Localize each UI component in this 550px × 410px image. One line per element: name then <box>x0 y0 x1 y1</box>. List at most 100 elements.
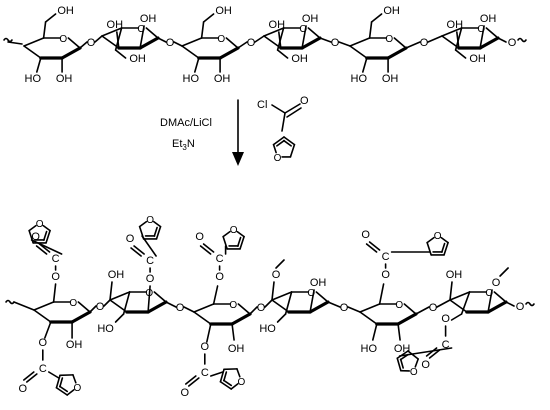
bond <box>441 27 463 37</box>
bond <box>276 27 285 51</box>
bond <box>415 306 430 315</box>
methoxy-oxygen-label: O <box>272 269 281 281</box>
glycosidic-oxygen-label: O <box>331 37 340 49</box>
hydroxyl-label: OH <box>108 269 125 281</box>
bond <box>254 35 265 43</box>
bond <box>271 281 275 301</box>
bond <box>349 45 368 59</box>
furan-ring-icon: O <box>396 350 419 378</box>
bond <box>249 306 258 315</box>
bond <box>60 46 82 60</box>
bond <box>426 241 432 256</box>
bond <box>138 36 160 50</box>
bond <box>454 27 463 51</box>
bond <box>407 350 419 360</box>
solvent-label: DMAc/LiCl <box>160 117 212 129</box>
bond <box>396 350 409 360</box>
bond <box>307 27 321 39</box>
bond <box>272 143 277 154</box>
bond <box>181 37 203 47</box>
furan-oxygen-label: O <box>410 367 418 378</box>
bond <box>271 291 293 301</box>
glucose-ring: O <box>109 288 168 314</box>
hydroxyl-label: OH <box>446 269 463 281</box>
bond <box>327 301 341 308</box>
bond <box>301 25 307 49</box>
bond <box>94 35 103 43</box>
carbonyl-oxygen-label: O <box>19 383 28 395</box>
bond <box>449 299 468 313</box>
glycosidic-oxygen-label: O <box>420 37 429 49</box>
ester-oxygen-label: O <box>215 271 224 283</box>
bond <box>237 236 242 247</box>
bond <box>359 311 378 325</box>
hydroxyl-label: HO <box>361 343 378 355</box>
bond <box>52 283 57 303</box>
hydroxyl-label: OH <box>66 339 83 351</box>
bond <box>114 27 123 51</box>
bond <box>202 243 215 253</box>
bond <box>35 245 48 255</box>
furan-oxygen-label: O <box>237 377 245 388</box>
hydroxyl-label: OH <box>214 73 231 85</box>
bond <box>368 241 381 251</box>
furan-oxygen-label: O <box>146 215 154 226</box>
glucose-ring: O <box>101 24 160 50</box>
hydroxyl-label: OH <box>129 53 146 65</box>
bond <box>193 303 215 313</box>
bond <box>23 45 42 59</box>
bond <box>230 312 252 326</box>
reaction-arrow-icon <box>232 152 244 166</box>
furan-oxygen-label: O <box>274 153 282 164</box>
bond <box>43 321 52 339</box>
hydroxyl-label: OH <box>469 53 486 65</box>
hydroxyl-label: HO <box>97 323 114 335</box>
glycosidic-oxygen-label: O <box>87 37 96 49</box>
glucose-ring: O <box>271 288 330 314</box>
bond <box>138 220 148 228</box>
bond <box>263 27 285 37</box>
hydroxyl-label: HO <box>351 73 368 85</box>
glucose-ring: O <box>193 300 252 326</box>
hydroxyl-label: OH <box>56 73 73 85</box>
bond <box>153 226 158 237</box>
bond <box>147 285 151 313</box>
bond <box>155 225 162 240</box>
bond <box>33 309 52 323</box>
bond <box>276 139 285 147</box>
bond <box>370 13 383 23</box>
glucose-ring: O <box>349 34 408 60</box>
hydroxyl-label: OH <box>382 73 399 85</box>
furan-ring-icon: O <box>55 374 81 396</box>
furan-oxygen-label: O <box>36 219 44 230</box>
bond <box>225 37 239 49</box>
chain-end-icon <box>517 37 527 43</box>
bond <box>28 229 34 244</box>
carbonyl-carbon-label: C <box>146 255 154 267</box>
bond <box>185 375 197 385</box>
bond <box>200 21 205 39</box>
ring-oxygen-label: O <box>59 34 67 45</box>
carbonyl-oxygen-label: O <box>195 231 204 243</box>
carbonyl-carbon-label: C <box>216 253 224 265</box>
bond <box>45 229 51 244</box>
ring-oxygen-label: O <box>137 24 145 35</box>
bond <box>22 371 35 381</box>
bond <box>222 230 231 238</box>
bond <box>193 311 212 325</box>
bond <box>396 312 418 326</box>
glucose-ring: O <box>33 298 92 324</box>
hydroxyl-label: OH <box>140 13 157 25</box>
bond <box>271 104 286 114</box>
ring-oxygen-label: O <box>307 288 315 299</box>
bond <box>210 371 224 377</box>
glucose-ring: O <box>23 34 82 60</box>
chain-end-icon <box>525 301 535 307</box>
carbonyl-oxygen-label: O <box>181 387 190 399</box>
bond <box>485 27 499 39</box>
bond <box>181 45 200 59</box>
